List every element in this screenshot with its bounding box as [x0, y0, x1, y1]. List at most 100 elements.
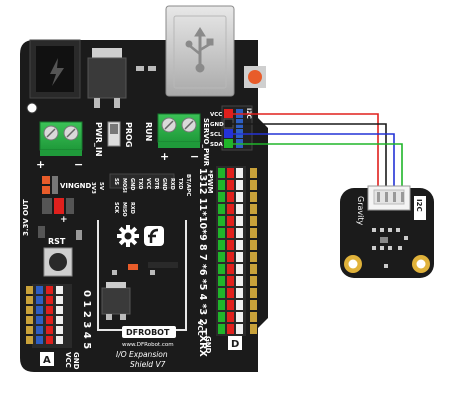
label-5v: 5V: [98, 182, 104, 191]
smd-component: [388, 246, 392, 250]
module-interface-badge: I2C: [414, 196, 426, 220]
led-indicator: [128, 264, 138, 270]
digital-vcc-pin: [227, 180, 234, 190]
analog-gnd-label: GND: [72, 352, 80, 370]
smd-component: [380, 237, 388, 243]
digital-signal-pin: [218, 252, 225, 262]
digital-gnd-pin: [236, 276, 243, 286]
digital-gnd-label: GND: [204, 336, 212, 354]
digital-arduino-pin: [250, 228, 257, 238]
label-bt-rxd: RXD: [169, 178, 175, 190]
digital-gnd-pin: [236, 264, 243, 274]
analog-arduino-pin: [26, 316, 33, 324]
label-apc-txd: TXD: [137, 178, 143, 189]
digital-vcc-pin: [227, 228, 234, 238]
analog-gnd-pin: [56, 316, 63, 324]
run-label: RUN: [144, 122, 153, 141]
comm-headers: [109, 173, 175, 189]
prog-label: PROG: [124, 122, 133, 147]
label-apc-gnd: GND: [129, 178, 135, 190]
label-sck: SCK: [113, 202, 119, 214]
digital-arduino-pin: [250, 204, 257, 214]
bt-apc-label: BT/APC: [185, 174, 191, 196]
plus-sign: +: [60, 215, 68, 225]
digital-signal-pin: [218, 192, 225, 202]
dfrobot-logo-icon: [144, 226, 164, 246]
smd-component: [388, 228, 392, 232]
apc-labels: GND TXD RXD: [129, 178, 143, 214]
analog-signal-pin: [36, 336, 43, 344]
label-miso: MISO: [121, 202, 127, 217]
brand-block: DFROBOT www.DFRobot.com I/O Expansion Sh…: [116, 326, 176, 369]
smd-component: [76, 230, 82, 240]
analog-arduino-pin: [26, 286, 33, 294]
io-expansion-shield-board: + − PWR_IN PROG RUN + − SERVO_PWR: [20, 5, 268, 372]
smd-component: [396, 228, 400, 232]
digital-gnd-pin: [236, 168, 243, 178]
smd-component: [404, 236, 408, 240]
digital-signal-pin: [218, 264, 225, 274]
digital-signal-pin: [218, 228, 225, 238]
digital-vcc-pin: [227, 300, 234, 310]
digital-gnd-pin: [236, 300, 243, 310]
digital-gnd-pin: [236, 180, 243, 190]
volt-selector-jumper: [42, 198, 74, 214]
smd-component: [372, 246, 376, 250]
vin-selector: [42, 176, 58, 194]
analog-signal-pin: [36, 326, 43, 334]
analog-arduino-pin: [26, 306, 33, 314]
analog-vcc-pin: [46, 296, 53, 304]
section-d-badge: D: [228, 336, 242, 350]
servo-pwr-minus: −: [190, 150, 199, 163]
digital-vcc-pin: [227, 240, 234, 250]
analog-vcc-label: VCC: [64, 352, 72, 368]
wire-vcc: [228, 113, 379, 190]
digital-header-housing: [216, 166, 246, 336]
section-a-badge: A: [40, 352, 54, 366]
brand-label: DFROBOT: [126, 328, 170, 337]
label-bt-dtr: DTR: [153, 178, 159, 190]
i2c-wires: [228, 113, 403, 190]
smd-component: [380, 228, 384, 232]
digital-arduino-pin: [250, 168, 257, 178]
smd-component: [380, 246, 384, 250]
label-ss: SS: [113, 178, 119, 185]
digital-vcc-pin: [227, 288, 234, 298]
digital-arduino-pin: [250, 240, 257, 250]
digital-arduino-pin: [250, 216, 257, 226]
voltage-regulator: [87, 48, 127, 108]
analog-gnd-pin: [56, 286, 63, 294]
wire-scl: [228, 133, 395, 190]
digital-signal-pin: [218, 216, 225, 226]
usb-port: [165, 5, 235, 97]
module-interface-label: I2C: [415, 199, 423, 212]
analog-gnd-pin: [56, 336, 63, 344]
digital-pin-numbers: 1312 11*10*9 8 7 *6 *5 4 *3 2 TXRX: [197, 168, 208, 357]
smd-component: [384, 264, 388, 268]
pwr-in-minus: −: [74, 158, 83, 171]
smd-component: [372, 228, 376, 232]
analog-vcc-pin: [46, 286, 53, 294]
sd-labels: SS MOSI SCK MISO: [113, 178, 127, 217]
digital-arduino-pin: [250, 276, 257, 286]
digital-arduino-pin: [250, 300, 257, 310]
digital-gnd-pin: [236, 228, 243, 238]
pwm-label: *PWM: [206, 170, 214, 194]
bt-labels: VCC DTR GND RXD TXD: [145, 178, 183, 190]
gravity-i2c-module: Gravity I2C: [340, 185, 434, 278]
digital-gnd-pin: [236, 324, 243, 334]
power-jack: [29, 39, 81, 99]
analog-gnd-pin: [56, 306, 63, 314]
digital-signal-pin: [218, 276, 225, 286]
analog-vcc-pin: [46, 316, 53, 324]
section-a-label: A: [43, 355, 51, 366]
servo-pwr-terminal: [157, 113, 201, 148]
digital-arduino-pin: [250, 324, 257, 334]
mounting-hole: [26, 102, 38, 114]
usb-icon: [185, 27, 214, 73]
digital-gnd-pin: [236, 288, 243, 298]
board-name-line1: I/O Expansion: [116, 350, 168, 359]
label-bt-txd: TXD: [177, 178, 183, 189]
digital-pin-headers: [216, 166, 257, 336]
